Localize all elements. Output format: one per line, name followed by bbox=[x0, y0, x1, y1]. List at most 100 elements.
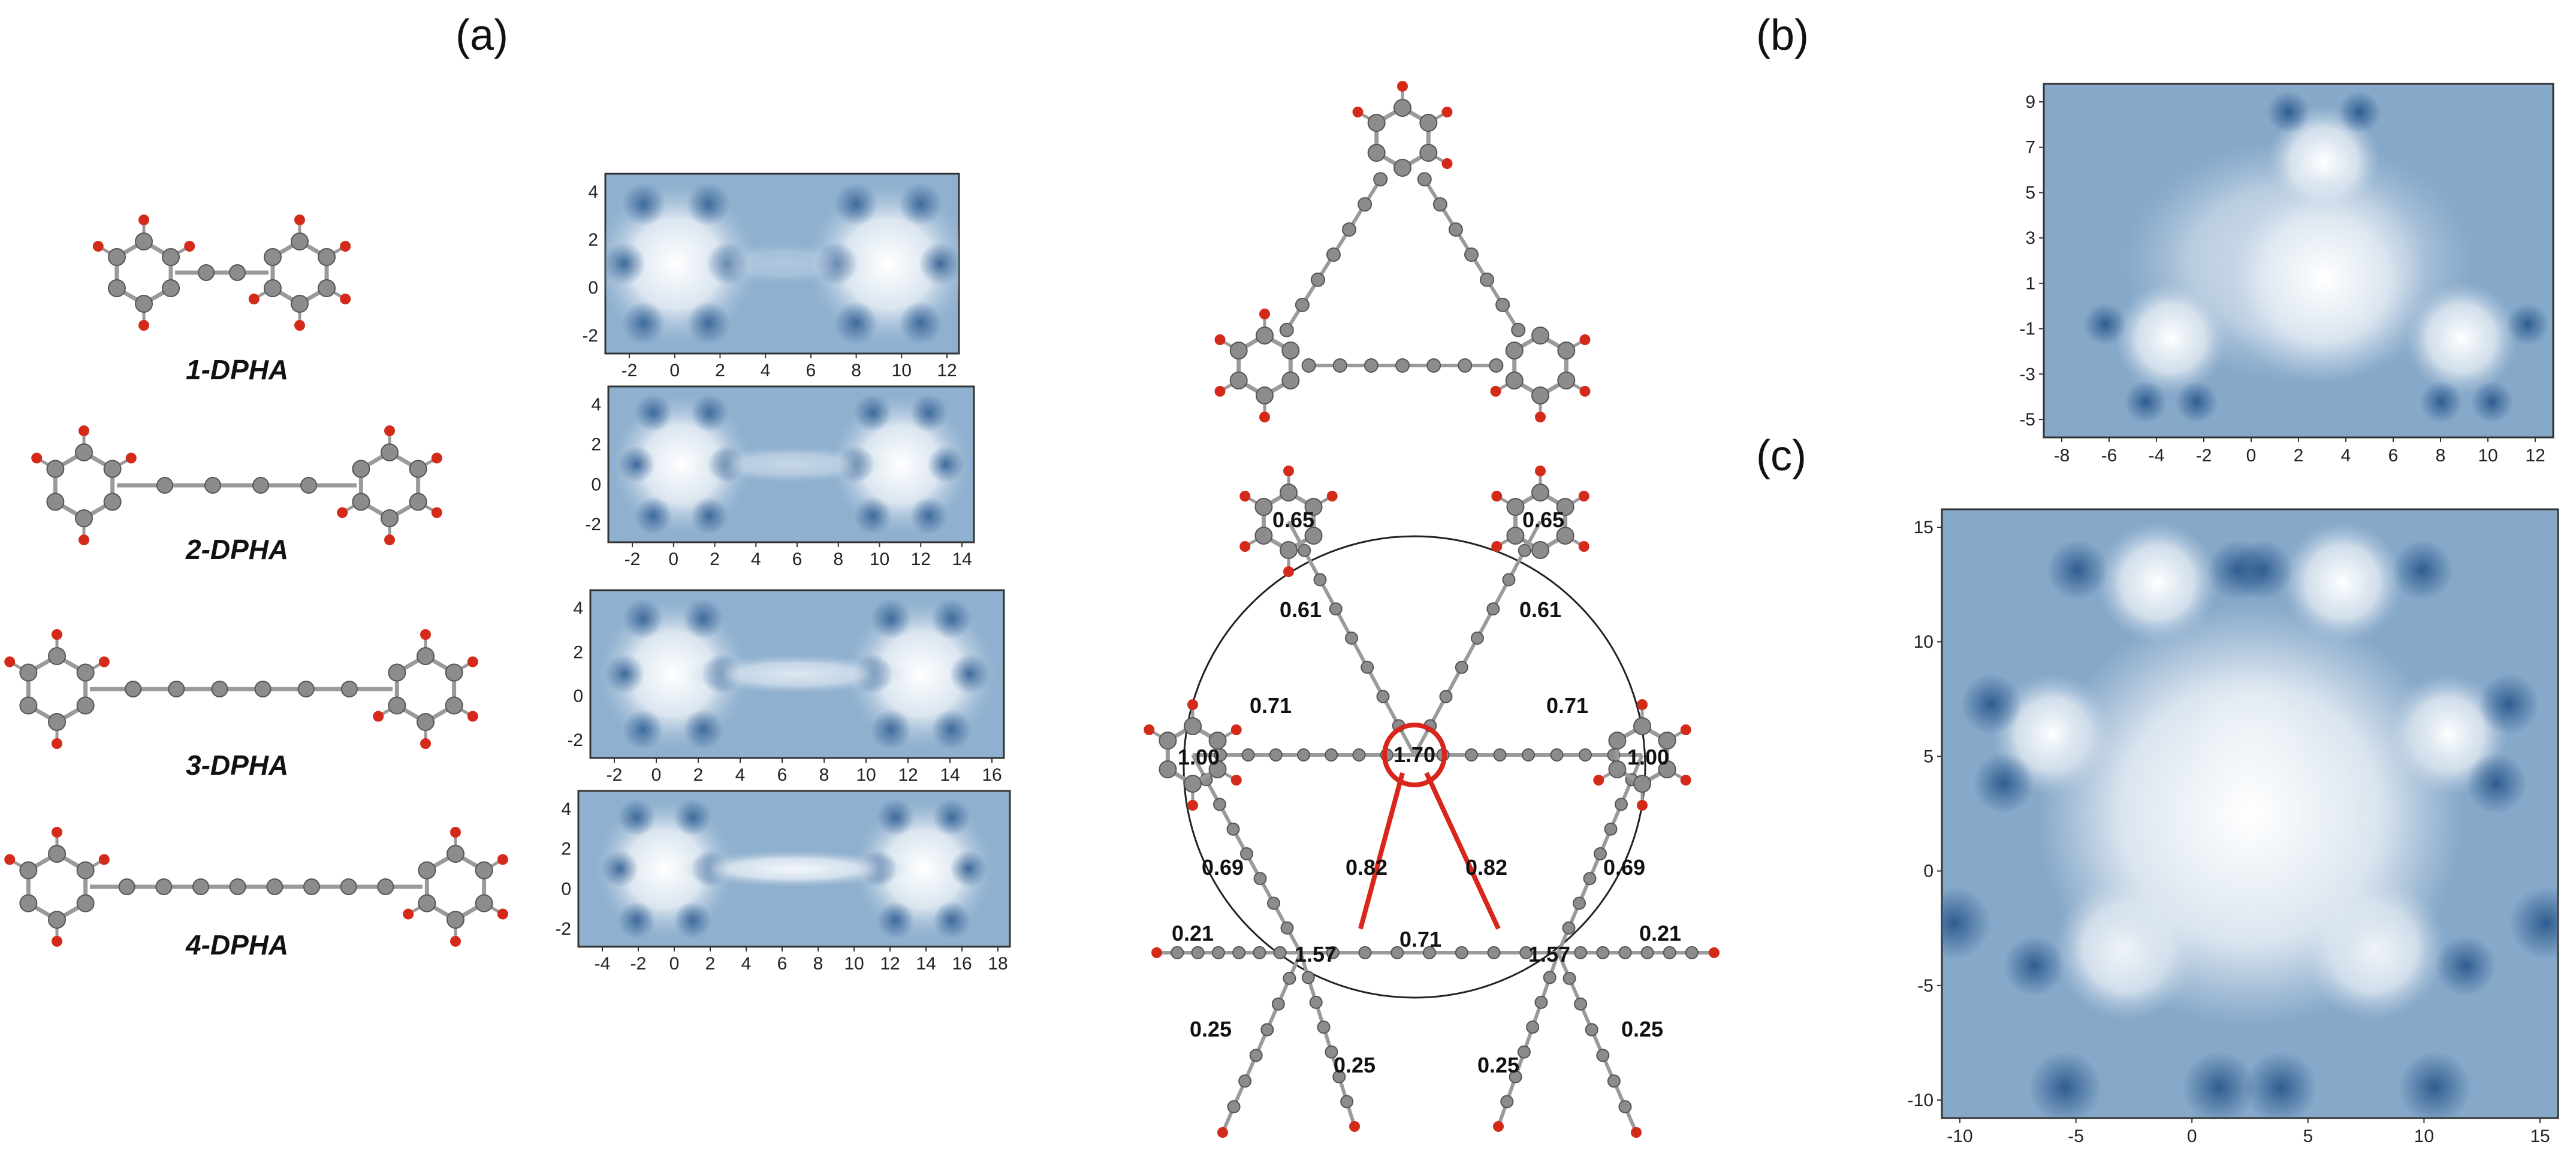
y-tick-label: -10 bbox=[1908, 1090, 1933, 1110]
bond-value: 0.69 bbox=[1202, 855, 1244, 880]
x-tick-label: 16 bbox=[982, 765, 1002, 785]
chain-atom bbox=[297, 681, 315, 697]
molecule-4 bbox=[4, 827, 508, 947]
x-tick-label: 10 bbox=[856, 765, 876, 785]
x-tick-label: 2 bbox=[693, 765, 704, 785]
x-tick-label: 4 bbox=[741, 954, 752, 974]
x-tick-label: 0 bbox=[2246, 446, 2257, 466]
x-tick-label: 0 bbox=[668, 549, 678, 569]
chain-atom bbox=[254, 681, 272, 697]
panel-label-c: (c) bbox=[1756, 432, 1806, 480]
right-ring bbox=[1490, 327, 1591, 422]
left-ring bbox=[92, 215, 195, 331]
x-tick-label: 0 bbox=[651, 765, 662, 785]
y-tick-label: 4 bbox=[591, 395, 601, 415]
x-tick-label: 12 bbox=[911, 549, 931, 569]
bond-value: 0.25 bbox=[1477, 1053, 1519, 1077]
x-tick-label: -2 bbox=[631, 954, 647, 974]
right-ring bbox=[337, 425, 442, 545]
chain-atom bbox=[340, 681, 358, 697]
chain-atom bbox=[155, 878, 173, 895]
central-ring-highlight bbox=[1382, 723, 1447, 787]
x-tick-label: 18 bbox=[988, 954, 1008, 974]
x-tick-label: 6 bbox=[777, 765, 788, 785]
bond-value: 0.61 bbox=[1280, 597, 1322, 622]
molecule-3 bbox=[4, 629, 478, 749]
x-tick-label: 15 bbox=[2530, 1126, 2550, 1146]
bond-value: 0.71 bbox=[1399, 927, 1441, 951]
x-tick-label: 6 bbox=[792, 549, 803, 569]
x-tick-label: 10 bbox=[870, 549, 889, 569]
molecule-label-1: 1-DPHA bbox=[186, 354, 289, 385]
x-tick-label: 4 bbox=[751, 549, 761, 569]
bond-value: 0.71 bbox=[1250, 693, 1292, 718]
panel-label-b: (b) bbox=[1756, 11, 1809, 59]
outer-ring bbox=[1239, 466, 1338, 577]
x-tick-label: 6 bbox=[806, 361, 816, 380]
bond-value: 0.69 bbox=[1603, 855, 1645, 880]
y-tick-label: -2 bbox=[567, 730, 583, 750]
chain-atom bbox=[192, 878, 209, 895]
x-tick-label: 12 bbox=[2525, 446, 2545, 466]
x-tick-label: 10 bbox=[892, 361, 912, 380]
y-tick-label: 10 bbox=[1914, 632, 1933, 652]
y-tick-label: 5 bbox=[2025, 183, 2035, 203]
y-tick-label: 0 bbox=[1923, 862, 1933, 881]
y-tick-label: 3 bbox=[2025, 228, 2035, 248]
bond-value: 0.61 bbox=[1519, 597, 1561, 622]
left-ring bbox=[1214, 309, 1300, 422]
bond-value: 0.25 bbox=[1334, 1053, 1376, 1077]
x-tick-label: 8 bbox=[2436, 446, 2446, 466]
x-tick-label: 8 bbox=[833, 549, 843, 569]
x-tick-label: -4 bbox=[595, 954, 611, 974]
molecule-label-3: 3-DPHA bbox=[186, 750, 289, 781]
y-tick-label: 0 bbox=[561, 879, 571, 899]
x-tick-label: -8 bbox=[2054, 446, 2070, 466]
x-tick-label: 8 bbox=[851, 361, 861, 380]
x-tick-label: 4 bbox=[735, 765, 746, 785]
x-tick-label: 2 bbox=[705, 954, 716, 974]
chain-atom bbox=[125, 681, 142, 697]
y-tick-label: 9 bbox=[2025, 92, 2035, 112]
chain-atom bbox=[229, 264, 246, 281]
right-ring bbox=[248, 215, 351, 331]
x-tick-label: -2 bbox=[2196, 446, 2212, 466]
x-tick-label: 0 bbox=[669, 361, 680, 380]
y-tick-label: -1 bbox=[2019, 319, 2035, 339]
x-tick-label: 16 bbox=[952, 954, 972, 974]
top-ring bbox=[1352, 81, 1453, 177]
triangle-molecule bbox=[1214, 81, 1591, 422]
x-tick-label: -6 bbox=[2101, 446, 2117, 466]
x-tick-label: 6 bbox=[2388, 446, 2399, 466]
x-tick-label: -4 bbox=[2149, 446, 2165, 466]
x-tick-label: 4 bbox=[761, 361, 771, 380]
chain-atom bbox=[198, 264, 215, 281]
x-tick-label: 12 bbox=[880, 954, 900, 974]
triangle-structure bbox=[1214, 81, 1591, 422]
molecule-1 bbox=[92, 215, 351, 331]
x-tick-label: 2 bbox=[710, 549, 720, 569]
chain-atom bbox=[377, 878, 394, 895]
chain-atom bbox=[266, 878, 283, 895]
x-tick-label: -5 bbox=[2068, 1126, 2084, 1146]
x-tick-label: 2 bbox=[2294, 446, 2304, 466]
outer-ring-value: 0.65 bbox=[1272, 508, 1314, 532]
chain-atom bbox=[229, 878, 246, 895]
left-ring bbox=[4, 629, 110, 749]
x-tick-label: 0 bbox=[669, 954, 680, 974]
x-tick-label: 10 bbox=[2414, 1126, 2434, 1146]
chain-atom bbox=[168, 681, 185, 697]
bond-value: 0.25 bbox=[1190, 1017, 1232, 1041]
y-tick-label: 2 bbox=[588, 230, 598, 250]
x-tick-label: 5 bbox=[2303, 1126, 2313, 1146]
outer-ring-value: 1.00 bbox=[1178, 745, 1220, 769]
central-ring-value: 1.70 bbox=[1393, 742, 1435, 767]
y-tick-label: 4 bbox=[588, 182, 598, 202]
x-tick-label: 2 bbox=[715, 361, 725, 380]
y-tick-label: 15 bbox=[1914, 518, 1933, 537]
x-tick-label: 8 bbox=[819, 765, 829, 785]
